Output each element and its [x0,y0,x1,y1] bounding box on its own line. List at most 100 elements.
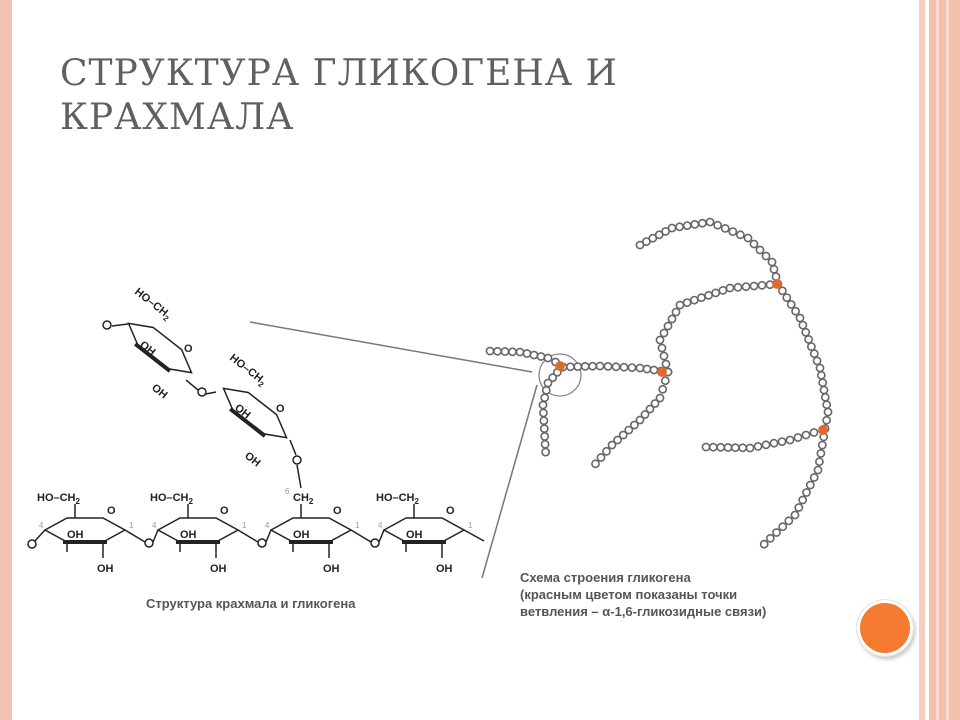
glycogen-bead [795,313,805,323]
ring-oxygen-label: O [333,505,342,517]
glycogen-chain-left-down [538,362,567,457]
glycogen-caption-line1: Схема строения гликогена [520,570,692,585]
glycogen-bead [611,362,621,372]
ho-ch2-label: HO–CH2 [226,352,269,390]
glycogen-bead [543,378,553,388]
alpha-1-6-bond [289,439,297,456]
position-4-label: 4 [152,521,157,530]
oh-label: OH [180,529,197,541]
glycogen-bead [588,361,597,371]
chain-end-bond [33,529,46,543]
glycogen-bead [733,282,743,292]
glycogen-bead [809,428,819,437]
glycogen-bead [603,361,613,371]
glycogen-bead [802,488,811,497]
glycogen-bead [602,446,611,456]
glycogen-bead [815,457,824,467]
glycogen-bead [642,237,651,246]
branch-point-marker [772,279,782,289]
glycosidic-bond [237,529,259,543]
glycogen-branch-points [555,279,828,435]
glycogen-bead [661,359,671,369]
glycogen-bead [539,424,549,433]
position-1-label: 1 [468,521,473,530]
glycogen-bead [801,327,811,337]
slide-frame-right-stripe [946,0,949,720]
glycogen-bead [655,335,665,345]
glycogen-bead [767,257,777,267]
ring-oxygen-label: O [107,505,116,517]
glycogen-bead [635,240,645,250]
glycogen-bead [500,347,510,356]
zoom-circle [538,353,582,397]
glycogen-bead [820,392,830,402]
glycogen-bead [540,393,550,403]
glycogen-caption-line3: ветвления – α-1,6-гликозидные связи) [520,604,766,619]
glycogen-bead [485,346,495,356]
glycogen-bead [743,233,753,243]
ho-ch2-label: HO–CH2 [131,286,174,324]
glycogen-bead [765,533,775,543]
ho-ch2-label: HO–CH2 [150,492,194,506]
glycogen-bead [757,280,767,290]
glycogen-bead [655,393,665,403]
glycogen-bead [745,443,755,453]
oh-label: OH [436,563,453,575]
glycogen-bead [640,410,650,419]
glycogen-bead [794,503,804,512]
glycogen-bead [607,440,617,450]
glycogen-bead [791,306,800,316]
glycogen-bead [658,384,668,394]
glycogen-bead [635,415,645,425]
glycogen-bead [749,281,759,291]
ring-front-edge [229,407,267,438]
glycogen-chain-lower-middle [591,367,673,469]
chain-end-bond [111,323,129,327]
glycogen-bead [659,328,669,338]
glycogen-bead [798,320,808,330]
position-4-label: 4 [265,521,270,530]
glycogen-bead [822,415,831,425]
glycogen-bead [818,378,828,388]
glycogen-bead [784,516,794,526]
oh-label: OH [323,563,340,575]
glycogen-bead [650,399,660,408]
glycogen-bead [580,361,590,371]
oh-label: OH [293,529,310,541]
oh-label: OH [67,529,84,541]
glycogen-bead [723,443,733,452]
glycosidic-bond [378,529,385,543]
terminal-oxygen [102,320,112,330]
glycogen-bead [566,362,575,372]
glycogen-bead [675,300,685,310]
glycogen-bead [769,438,779,448]
glycogen-bead [772,528,781,537]
glycogen-bead [805,480,815,490]
glycogen-bead [718,285,728,295]
glycogen-bead [624,425,634,435]
glycogen-bead [822,400,832,410]
glycogen-bead [697,293,706,303]
glycogen-bead [761,251,771,261]
glycogen-bead [812,356,822,366]
glycogen-bead [648,233,658,243]
glycogen-caption-line2: (красным цветом показаны точки [520,587,737,602]
slide-frame-left [0,0,12,720]
glycogen-bead [627,363,637,372]
glycogen-bead [749,239,759,249]
position-1-label: 1 [355,521,360,530]
branch-point-marker [555,361,565,371]
glycogen-bead [538,400,548,410]
glycogen-bead [613,435,622,445]
glucose-ring-2 [156,517,240,543]
glycogen-bead [823,407,833,417]
oh-label: OH [137,339,157,359]
glycogen-bead [753,441,763,451]
glycogen-bead [661,226,670,236]
starch-structure [27,320,485,558]
glycogen-bead [675,222,684,232]
glycogen-chain-arc [655,280,775,377]
ch2-label: CH2 [293,492,314,506]
glycogen-bead [660,376,670,386]
glycogen-bead [539,416,549,426]
